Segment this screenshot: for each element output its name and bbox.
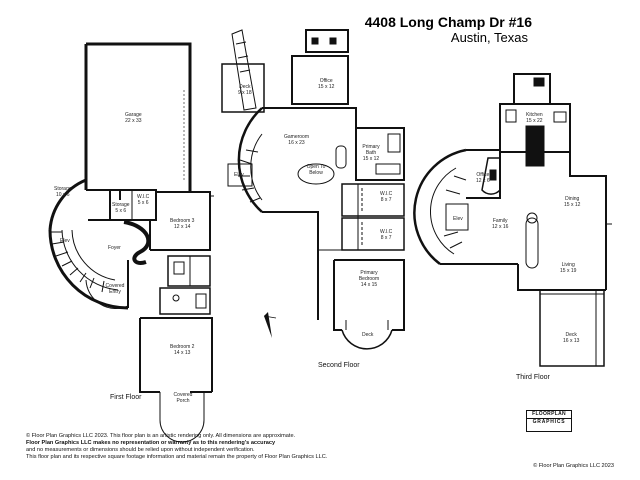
room-elev-3: Elev	[453, 216, 463, 222]
room-deck-2: Deck	[362, 332, 374, 338]
first-floor-walls	[48, 42, 214, 443]
disclaimer-text: © Floor Plan Graphics LLC 2023. This flo…	[26, 433, 328, 460]
room-elev-2: Elev	[234, 172, 244, 178]
copyright-text: © Floor Plan Graphics LLC 2023	[533, 463, 614, 469]
room-open-to-below: Open To Below	[306, 164, 326, 176]
second-floor-label: Second Floor	[318, 362, 360, 369]
third-floor-walls	[413, 73, 612, 367]
room-elev-1: Elev	[60, 238, 70, 244]
room-foyer: Foyer	[108, 245, 121, 251]
room-covered-porch: Covered Porch	[173, 392, 193, 404]
first-floor-label: First Floor	[110, 394, 142, 401]
third-floor-label: Third Floor	[516, 374, 550, 381]
second-floor-walls	[221, 29, 405, 350]
room-covered-entry: Covered Entry	[105, 283, 125, 295]
property-address: 4408 Long Champ Dr #16	[364, 14, 532, 30]
floorplan-graphics-logo: FLOORPLAN GRAPHICS	[526, 410, 572, 432]
property-city: Austin, Texas	[450, 30, 528, 45]
